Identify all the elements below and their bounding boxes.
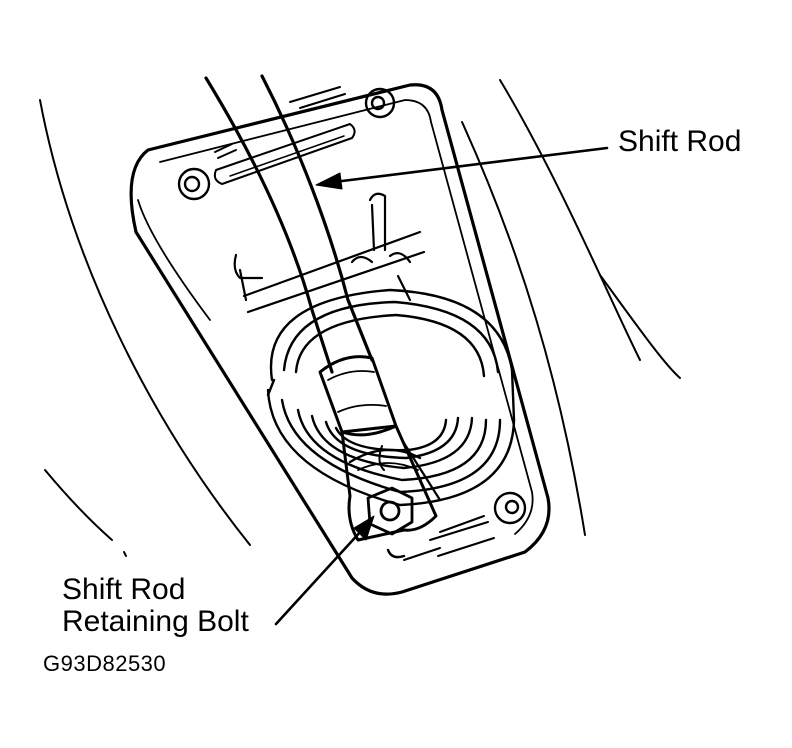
shift-rod-right-edge (260, 74, 374, 362)
figure-code: G93D82530 (43, 651, 167, 676)
leader-retaining-bolt (274, 515, 375, 626)
label-line: Shift Rod (62, 573, 186, 606)
shift-boot (266, 288, 516, 507)
leader-shift-rod (315, 146, 609, 190)
bolt-hole (493, 491, 527, 525)
shift-rod-left-edge (204, 76, 334, 374)
bolt-hole (177, 167, 211, 201)
bolt-hole (364, 87, 396, 119)
label-line: Retaining Bolt (62, 605, 249, 639)
floor-pan-contours (39, 79, 681, 557)
plate-outline (129, 83, 551, 596)
plate-slot (213, 123, 356, 185)
bolt-head (366, 486, 414, 536)
label-shift-rod-retaining-bolt: Shift Rod Retaining Bolt (62, 573, 249, 639)
label-shift-rod: Shift Rod (618, 125, 742, 158)
mounting-plate (129, 83, 551, 596)
plate-ribs (233, 192, 426, 314)
clevis (340, 424, 438, 542)
retaining-bolt (366, 445, 414, 536)
shift-rod (204, 74, 442, 542)
plate-inner-edge (159, 99, 534, 535)
